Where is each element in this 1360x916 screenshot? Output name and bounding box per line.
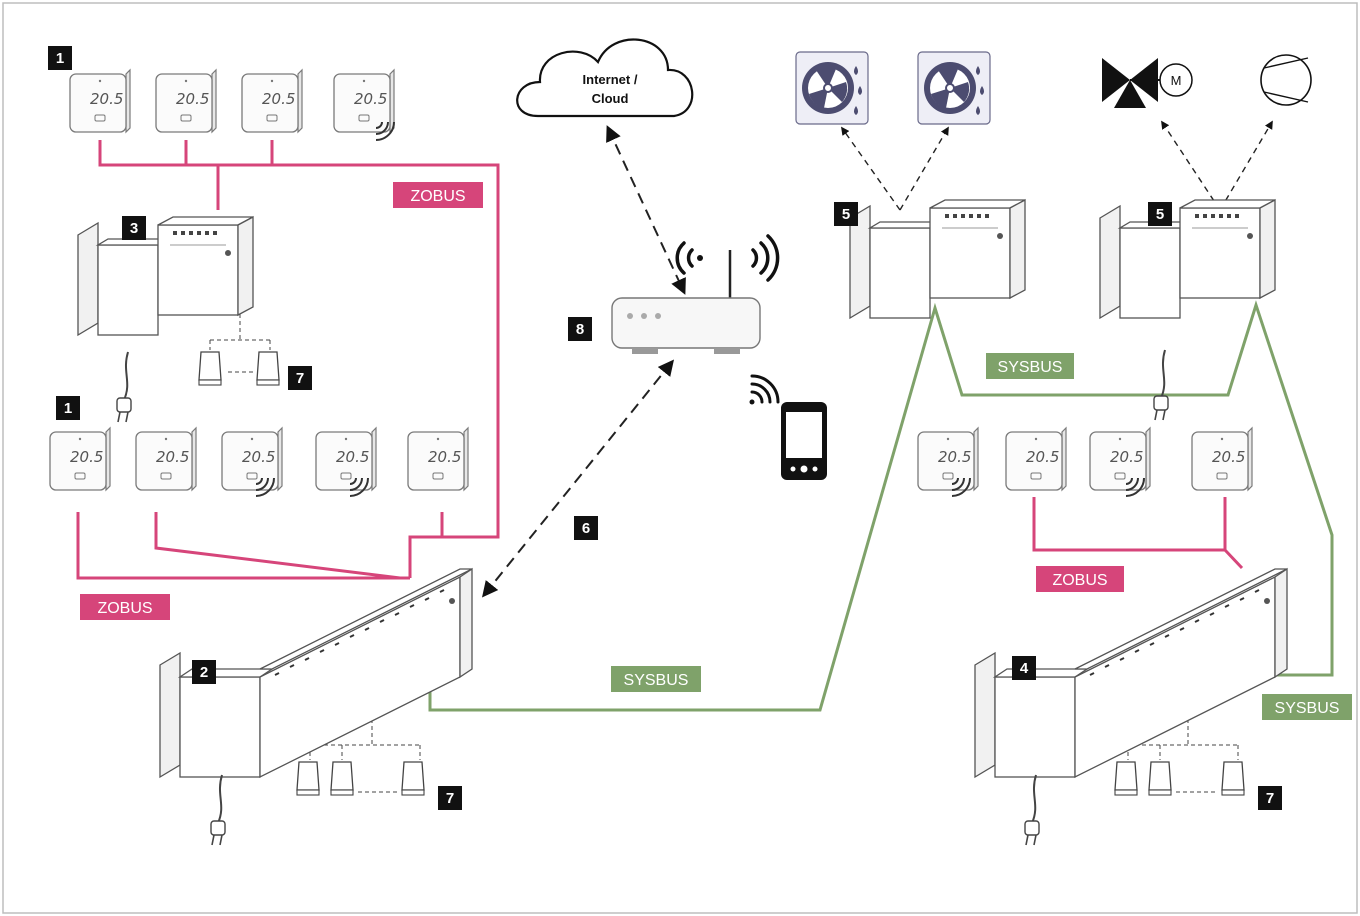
thermostat-group-top: 20.5 20.5 20.5 20.5	[69, 69, 395, 141]
controller-icon	[77, 216, 254, 336]
svg-text:20.5: 20.5	[262, 90, 295, 108]
wireless-links	[481, 120, 1273, 598]
badge-5-right: 5	[1148, 202, 1172, 226]
thermostat-group-mid: 20.5 20.5 20.5 20.5 20.5	[49, 427, 469, 497]
cloud-label-line1: Internet /	[583, 72, 638, 87]
valve-icon: M	[1102, 58, 1193, 108]
svg-text:6: 6	[582, 520, 590, 537]
svg-text:1: 1	[56, 50, 64, 67]
thermostat-icon: 20.5	[49, 427, 111, 491]
svg-text:20.5: 20.5	[938, 448, 971, 466]
bus-label-zobus-right: ZOBUS	[1036, 566, 1124, 592]
thermostat-icon: 20.5	[333, 69, 395, 133]
svg-text:3: 3	[130, 220, 138, 237]
smartphone-icon	[749, 374, 827, 480]
plug-icon	[1153, 349, 1169, 421]
fan-icon	[795, 51, 869, 125]
sysbus-lines	[428, 300, 1334, 712]
badge-3: 3	[122, 216, 146, 240]
badge-2: 2	[192, 660, 216, 684]
zobus-lines	[76, 140, 1244, 580]
svg-text:20.5: 20.5	[1212, 448, 1245, 466]
actuator-group-4	[1114, 761, 1245, 796]
badge-6: 6	[574, 516, 598, 540]
thermostat-icon: 20.5	[221, 427, 283, 491]
svg-text:ZOBUS: ZOBUS	[97, 600, 152, 617]
badge-7-a: 7	[288, 366, 312, 390]
actuator-icon	[296, 761, 320, 796]
badge-7-b: 7	[438, 786, 462, 810]
badge-4: 4	[1012, 656, 1036, 680]
plug-icon	[210, 774, 226, 846]
thermostat-icon: 20.5	[1191, 427, 1253, 491]
actuator-group-3	[198, 351, 280, 386]
thermostat-icon: 20.5	[917, 427, 979, 491]
thermostat-icon: 20.5	[69, 69, 131, 133]
actuator-icon	[401, 761, 425, 796]
actuator-group-2	[296, 761, 425, 796]
svg-text:2: 2	[200, 664, 208, 681]
thermostat-group-right: 20.5 20.5 20.5 20.5	[917, 427, 1253, 497]
actuator-icon	[1148, 761, 1172, 796]
cloud-label-line2: Cloud	[592, 91, 629, 106]
thermostat-icon: 20.5	[241, 69, 303, 133]
pump-icon	[1260, 54, 1312, 106]
controller-icon	[849, 199, 1026, 319]
wifi-icon	[675, 234, 780, 282]
thermostat-icon: 20.5	[135, 427, 197, 491]
bus-label-zobus-top: ZOBUS	[393, 182, 483, 208]
badge-1-mid: 1	[56, 396, 80, 420]
svg-text:20.5: 20.5	[90, 90, 123, 108]
svg-text:8: 8	[576, 321, 584, 338]
svg-text:20.5: 20.5	[70, 448, 103, 466]
fan-icon	[917, 51, 991, 125]
motor-label: M	[1171, 73, 1182, 88]
svg-text:20.5: 20.5	[156, 448, 189, 466]
svg-text:1: 1	[64, 400, 72, 417]
actuator-icon	[198, 351, 222, 386]
thermostat-icon: 20.5	[315, 427, 377, 491]
actuator-icon	[330, 761, 354, 796]
badge-8: 8	[568, 317, 592, 341]
cloud-icon: Internet / Cloud	[516, 38, 694, 118]
thermostat-icon: 20.5	[155, 69, 217, 133]
badge-1-top: 1	[48, 46, 72, 70]
svg-text:20.5: 20.5	[176, 90, 209, 108]
thermostat-icon: 20.5	[1005, 427, 1067, 491]
plug-icon	[1024, 774, 1040, 846]
badge-5-left: 5	[834, 202, 858, 226]
bus-label-sysbus-mid: SYSBUS	[611, 666, 701, 692]
controller-icon	[1099, 199, 1276, 319]
svg-text:SYSBUS: SYSBUS	[624, 672, 689, 689]
router-icon	[611, 250, 761, 354]
svg-text:20.5: 20.5	[242, 448, 275, 466]
svg-text:SYSBUS: SYSBUS	[998, 359, 1063, 376]
svg-text:20.5: 20.5	[336, 448, 369, 466]
svg-text:7: 7	[446, 790, 454, 807]
bus-label-sysbus-right: SYSBUS	[1262, 694, 1352, 720]
svg-text:5: 5	[842, 206, 850, 223]
actuator-icon	[256, 351, 280, 386]
thermostat-icon: 20.5	[407, 427, 469, 491]
svg-text:ZOBUS: ZOBUS	[1052, 572, 1107, 589]
plug-icon	[116, 351, 132, 423]
svg-text:SYSBUS: SYSBUS	[1275, 700, 1340, 717]
svg-text:20.5: 20.5	[428, 448, 461, 466]
badge-7-c: 7	[1258, 786, 1282, 810]
svg-text:4: 4	[1020, 660, 1029, 677]
actuator-icon	[1221, 761, 1245, 796]
svg-text:ZOBUS: ZOBUS	[410, 188, 465, 205]
svg-text:5: 5	[1156, 206, 1164, 223]
svg-text:7: 7	[1266, 790, 1274, 807]
thermostat-icon: 20.5	[1089, 427, 1151, 491]
bus-label-sysbus-top: SYSBUS	[986, 353, 1074, 379]
svg-text:7: 7	[296, 370, 304, 387]
svg-text:20.5: 20.5	[1026, 448, 1059, 466]
bus-label-zobus-left: ZOBUS	[80, 594, 170, 620]
actuator-icon	[1114, 761, 1138, 796]
svg-text:20.5: 20.5	[354, 90, 387, 108]
svg-text:20.5: 20.5	[1110, 448, 1143, 466]
